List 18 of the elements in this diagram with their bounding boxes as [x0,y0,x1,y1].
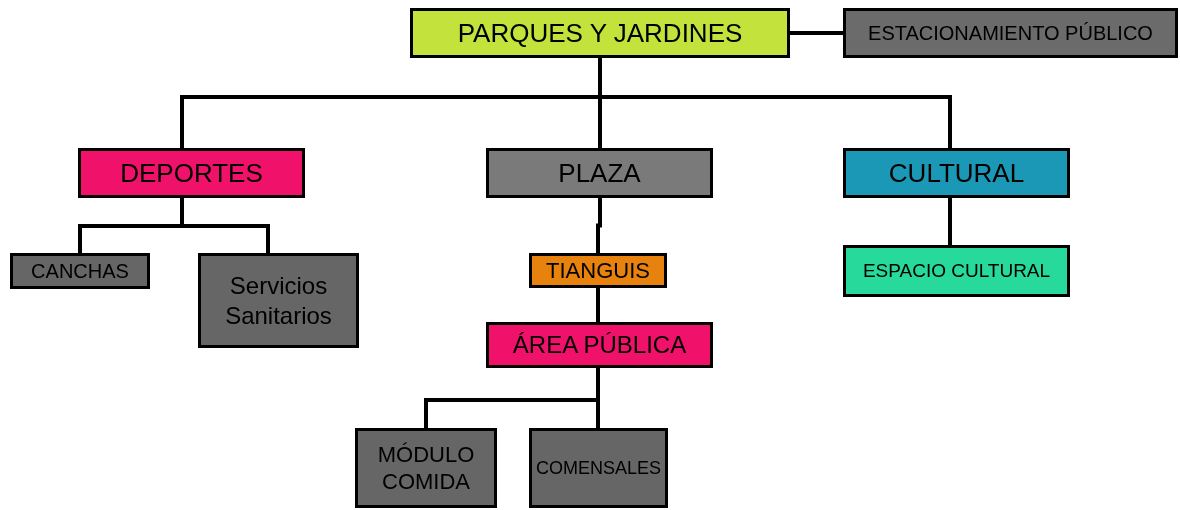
category-box: ESTACIONAMIENTO PÚBLICO [843,8,1178,58]
category-box: PLAZA [486,148,713,198]
category-box: COMENSALES [529,428,668,508]
category-box: CULTURAL [843,148,1070,198]
category-box: CANCHAS [10,253,150,289]
connector-line [598,58,952,148]
category-box: DEPORTES [78,148,305,198]
connector-line [948,198,952,245]
category-box: ESPACIO CULTURAL [843,245,1070,297]
category-box: Servicios Sanitarios [198,253,359,348]
connector-line [596,288,600,322]
connector-line [180,198,270,253]
category-box: MÓDULO COMIDA [355,428,497,508]
category-box: ÁREA PÚBLICA [486,322,713,368]
category-box: TIANGUIS [529,253,667,288]
connector-line [596,198,602,253]
connector-line [790,31,843,35]
category-box: PARQUES Y JARDINES [410,8,790,58]
